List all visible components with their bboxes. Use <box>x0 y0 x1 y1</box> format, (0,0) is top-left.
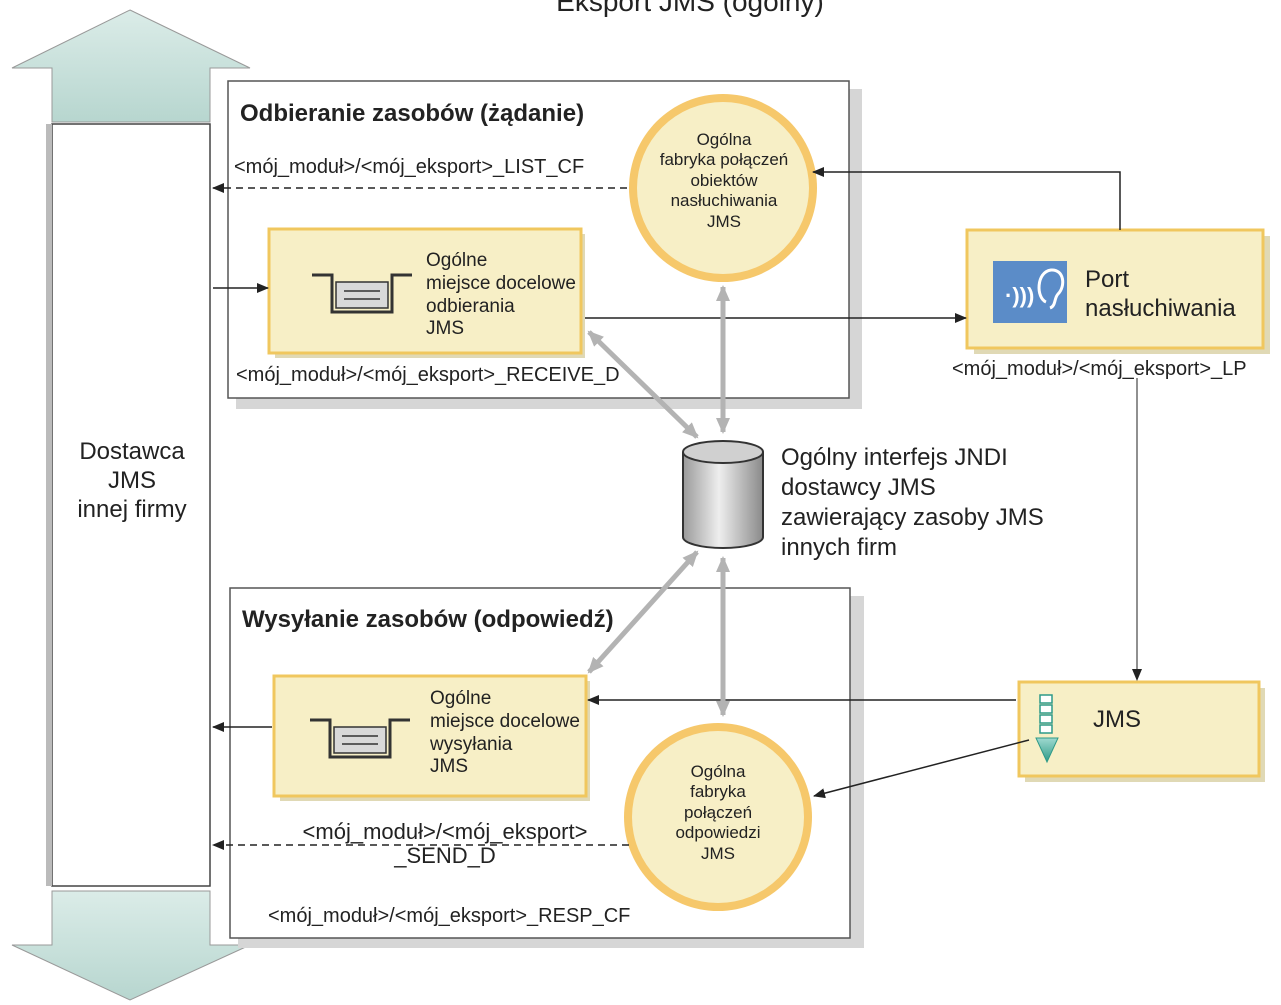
send-destination-box <box>272 674 590 801</box>
listener-cf-label: Ogólna fabryka połączeń obiektów nasłuch… <box>659 130 789 231</box>
jndi-links <box>587 285 730 717</box>
send-destination-label: Ogólne miejsce docelowe wysyłania JMS <box>430 688 580 778</box>
list-cf-name: <mój_moduł>/<mój_eksport>_LIST_CF <box>234 156 585 178</box>
receive-destination-box <box>267 227 585 358</box>
svg-text:·))): ·))) <box>1005 283 1034 308</box>
jndi-label: Ogólny interfejs JNDI dostawcy JMS zawie… <box>781 444 1044 561</box>
queue-icon <box>312 273 412 314</box>
connectors <box>212 167 1142 850</box>
jms-binding-box <box>1017 680 1265 782</box>
queue-icon <box>310 718 410 759</box>
diagram-title: Eksport JMS (ogólny) <box>556 0 824 17</box>
jms-binding-label: JMS <box>1093 706 1141 733</box>
listener-port-label: Port nasłuchiwania <box>1085 266 1236 322</box>
response-cf-circle <box>624 723 812 911</box>
receive-group-title: Odbieranie zasobów (żądanie) <box>240 100 585 127</box>
receive-destination-label: Ogólne miejsce docelowe odbierania JMS <box>426 250 576 340</box>
listener-cf-circle <box>629 94 817 282</box>
provider-label: Dostawca JMS innej firmy <box>77 438 187 523</box>
provider-double-arrow <box>11 9 251 1001</box>
listener-port-box: ·))) <box>965 228 1270 354</box>
database-cylinder-icon <box>682 440 764 549</box>
receive-destination-name: <mój_moduł>/<mój_eksport>_RECEIVE_D <box>236 364 620 386</box>
send-group-title: Wysyłanie zasobów (odpowiedź) <box>242 606 614 633</box>
send-destination-name: <mój_moduł>/<mój_eksport> _SEND_D <box>302 819 588 869</box>
response-cf-name: <mój_moduł>/<mój_eksport>_RESP_CF <box>268 905 631 927</box>
response-cf-label: Ogólna fabryka połączeń odpowiedzi JMS <box>675 762 761 863</box>
listener-ear-icon: ·))) <box>993 261 1067 323</box>
listener-port-name: <mój_moduł>/<mój_eksport>_LP <box>952 358 1247 380</box>
jms-queue-arrow-icon <box>1035 694 1059 764</box>
